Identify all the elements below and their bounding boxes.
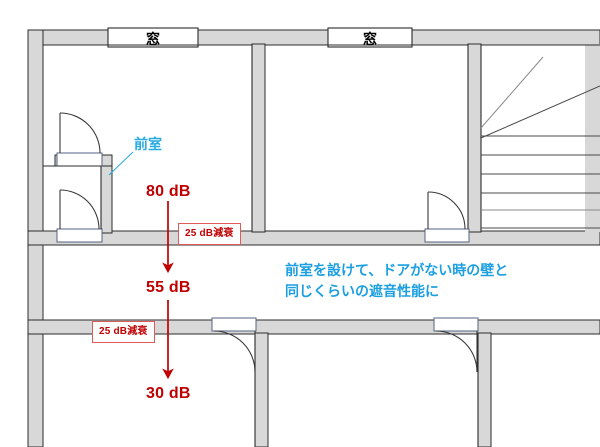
doors (211, 191, 479, 373)
room-outlines (43, 44, 600, 447)
attenuation-upper: 25 dB減衰 (178, 223, 241, 245)
level-middle: 55 dB (146, 279, 191, 296)
window-openings (107, 27, 413, 48)
staircase (480, 56, 600, 229)
wall-structure (27, 29, 600, 447)
level-bottom: 30 dB (146, 385, 191, 402)
level-source: 80 dB (146, 183, 191, 200)
vestibule-structure (43, 112, 113, 243)
window-label-left: 窓 (146, 31, 160, 47)
vestibule-label: 前室 (134, 136, 162, 152)
soundproof-note: 前室を設けて、ドアがない時の壁と 同じくらいの遮音性能に (285, 262, 509, 299)
vestibule-leader (108, 151, 134, 176)
window-label-right: 窓 (363, 31, 377, 47)
attenuation-lower: 25 dB減衰 (92, 321, 155, 343)
